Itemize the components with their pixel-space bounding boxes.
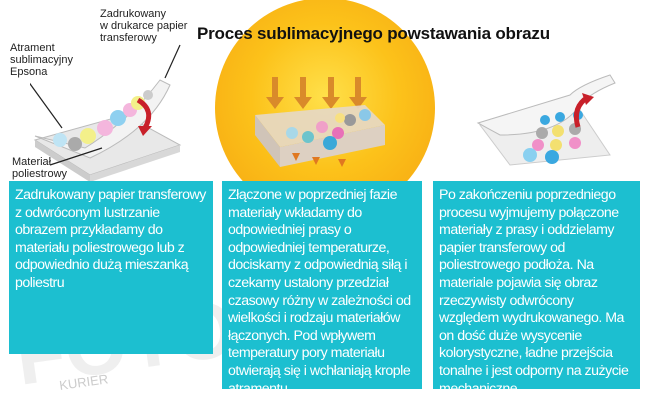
label-ink: Atrament sublimacyjny Epsona (10, 42, 73, 78)
step2-illustration (255, 77, 385, 167)
step2-description: Złączone w poprzedniej fazie materiały w… (222, 181, 422, 397)
page-title: Proces sublimacyjnego powstawania obrazu (197, 24, 550, 43)
label-material: Materiał poliestrowy (12, 156, 68, 180)
press-arrows-icon (266, 77, 367, 109)
label-printed-paper: Zadrukowany w drukarce papier transferow… (100, 8, 188, 44)
step3-illustration (476, 74, 616, 166)
step3-description: Po zakończeniu poprzedniego procesu wyjm… (433, 181, 640, 397)
step1-description: Zadrukowany papier transferowy z odwróco… (9, 181, 213, 354)
svg-text:KURIER: KURIER (58, 371, 109, 393)
step1-illustration (30, 44, 182, 182)
